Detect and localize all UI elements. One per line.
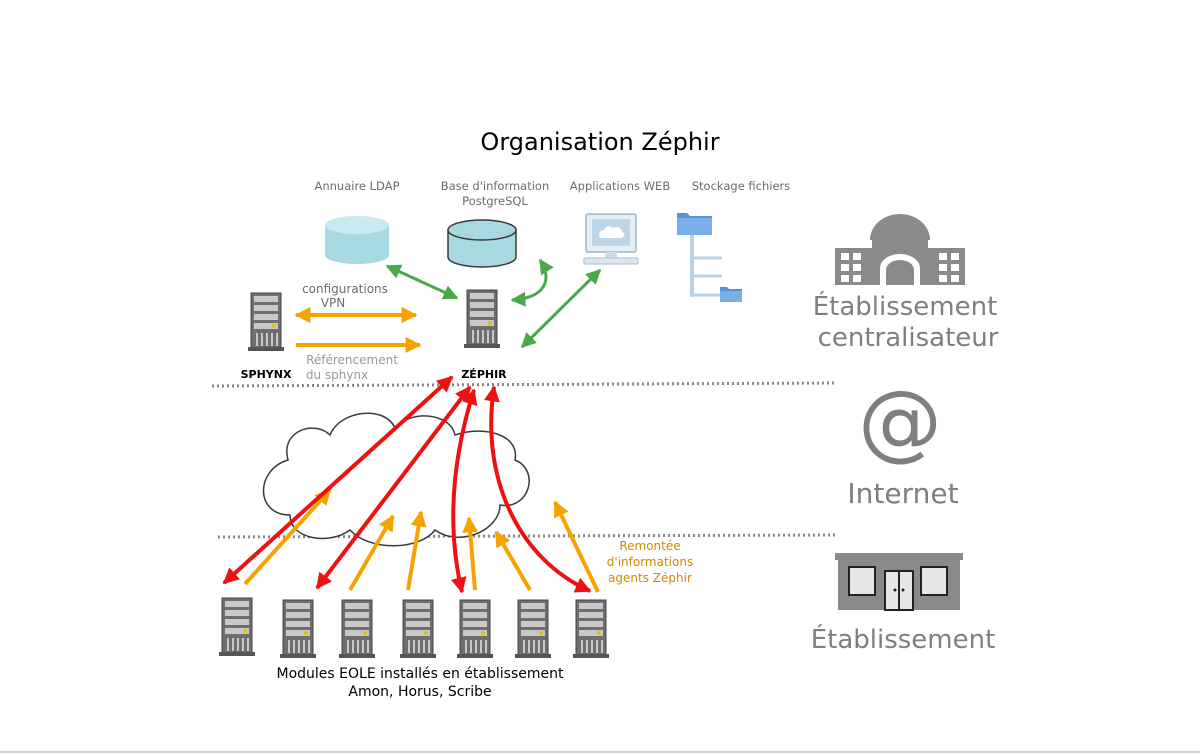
central-zone-label-line2: centralisateur xyxy=(818,323,999,353)
internet-zone-label: Internet xyxy=(847,477,958,510)
modules-caption-line1: Modules EOLE installés en établissement xyxy=(277,666,564,682)
module-server-icon xyxy=(218,597,256,657)
referencement-label-line2: du sphynx xyxy=(306,368,368,382)
etab-building-icon xyxy=(835,553,963,611)
module-server-icon xyxy=(514,599,552,659)
zephir-ldap-arrow xyxy=(385,264,459,300)
remontee-arrow xyxy=(553,500,600,593)
at-sign-icon: @ xyxy=(858,372,942,470)
diagram-title: Organisation Zéphir xyxy=(480,128,719,156)
module-server-icon xyxy=(456,599,494,659)
remontee-label-line1: Remontée xyxy=(619,539,680,553)
zephir-module-arrow xyxy=(483,385,592,593)
module-server-icon xyxy=(572,599,610,659)
module-server-icon xyxy=(279,599,317,659)
ldap-label: Annuaire LDAP xyxy=(314,179,399,193)
db-label-line1: Base d'information xyxy=(441,179,550,193)
module-server-icon xyxy=(399,599,437,659)
web-label: Applications WEB xyxy=(570,179,671,193)
remontee-label-line3: agents Zéphir xyxy=(608,571,692,585)
zephir-module-arrow xyxy=(315,385,472,590)
sphynx-server-icon xyxy=(247,292,285,352)
referencement-label-line1: Référencement xyxy=(306,353,398,367)
zephir-db-arrow xyxy=(510,258,554,307)
zephir-module-arrows xyxy=(222,375,592,594)
postgresql-database-icon xyxy=(447,219,517,268)
config-vpn-label-line1: configurations xyxy=(302,282,388,296)
zephir-module-arrow xyxy=(450,388,478,594)
remontee-label-line2: d'informations xyxy=(607,555,693,569)
db-label-line2: PostgreSQL xyxy=(462,194,528,208)
sphynx-label: SPHYNX xyxy=(241,368,292,381)
etab-zone-label: Établissement xyxy=(811,623,996,655)
separator-central-internet xyxy=(211,381,836,388)
central-building-icon xyxy=(835,214,965,285)
zephir-web-arrow xyxy=(520,268,602,349)
zephir-server-icon xyxy=(463,289,501,349)
remontee-arrow xyxy=(494,530,532,592)
central-zone-label-line1: Établissement xyxy=(813,290,998,322)
file-storage-icon xyxy=(677,213,742,302)
module-server-icon xyxy=(338,599,376,659)
ldap-database-icon xyxy=(325,216,389,264)
web-monitor-icon xyxy=(583,213,639,265)
modules-caption-line2: Amon, Horus, Scribe xyxy=(348,684,491,700)
zephir-label: ZÉPHIR xyxy=(461,368,507,381)
config-vpn-label-line2: VPN xyxy=(321,296,345,310)
storage-label: Stockage fichiers xyxy=(692,179,791,193)
